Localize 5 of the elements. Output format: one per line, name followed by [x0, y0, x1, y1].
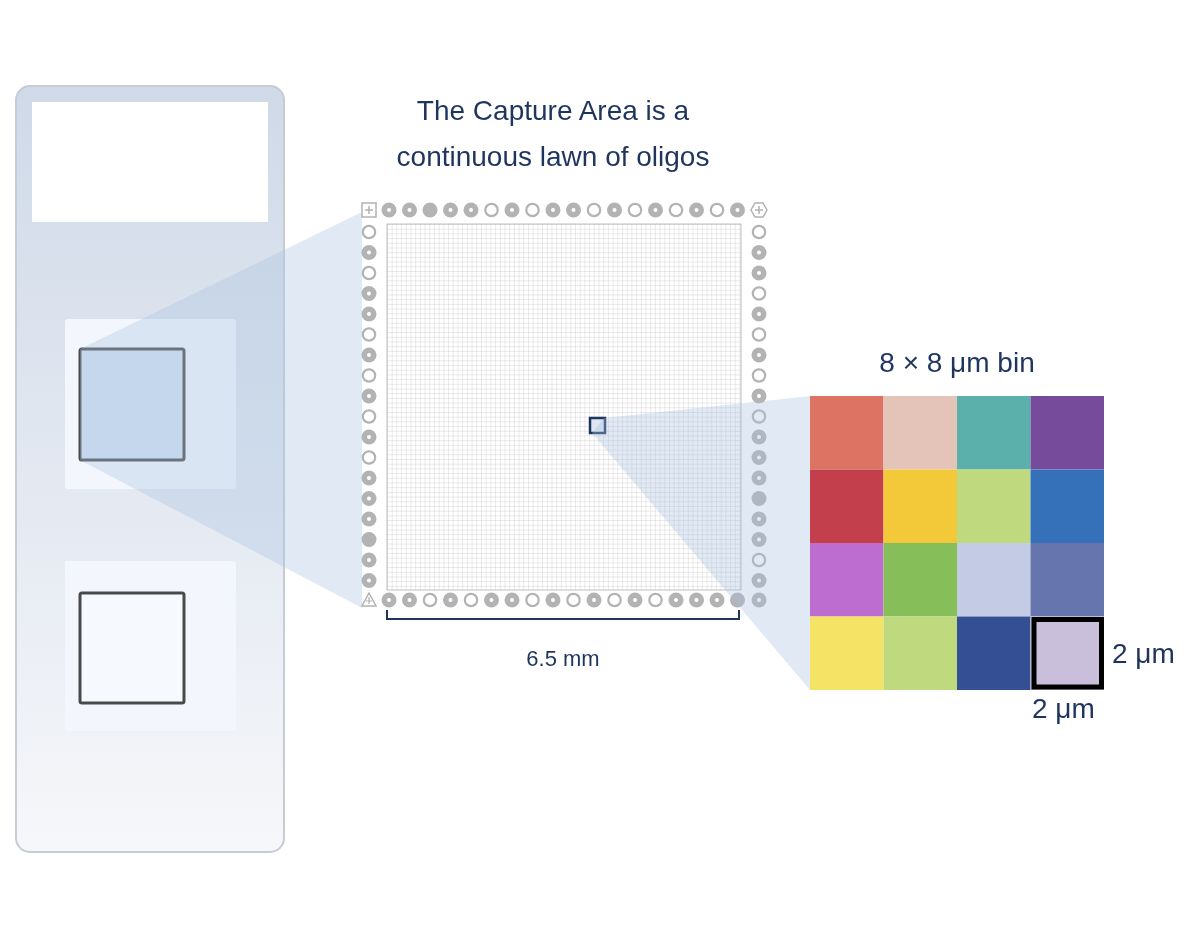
dimension-label: 6.5 mm — [525, 646, 601, 672]
bin-label: 8 × 8 μm bin — [878, 347, 1036, 379]
dimension-label: 2 μm — [1112, 638, 1175, 670]
heading: The Capture Area is a continuous lawn of oligos — [395, 94, 711, 174]
dimension-label: 2 μm — [1032, 693, 1095, 725]
